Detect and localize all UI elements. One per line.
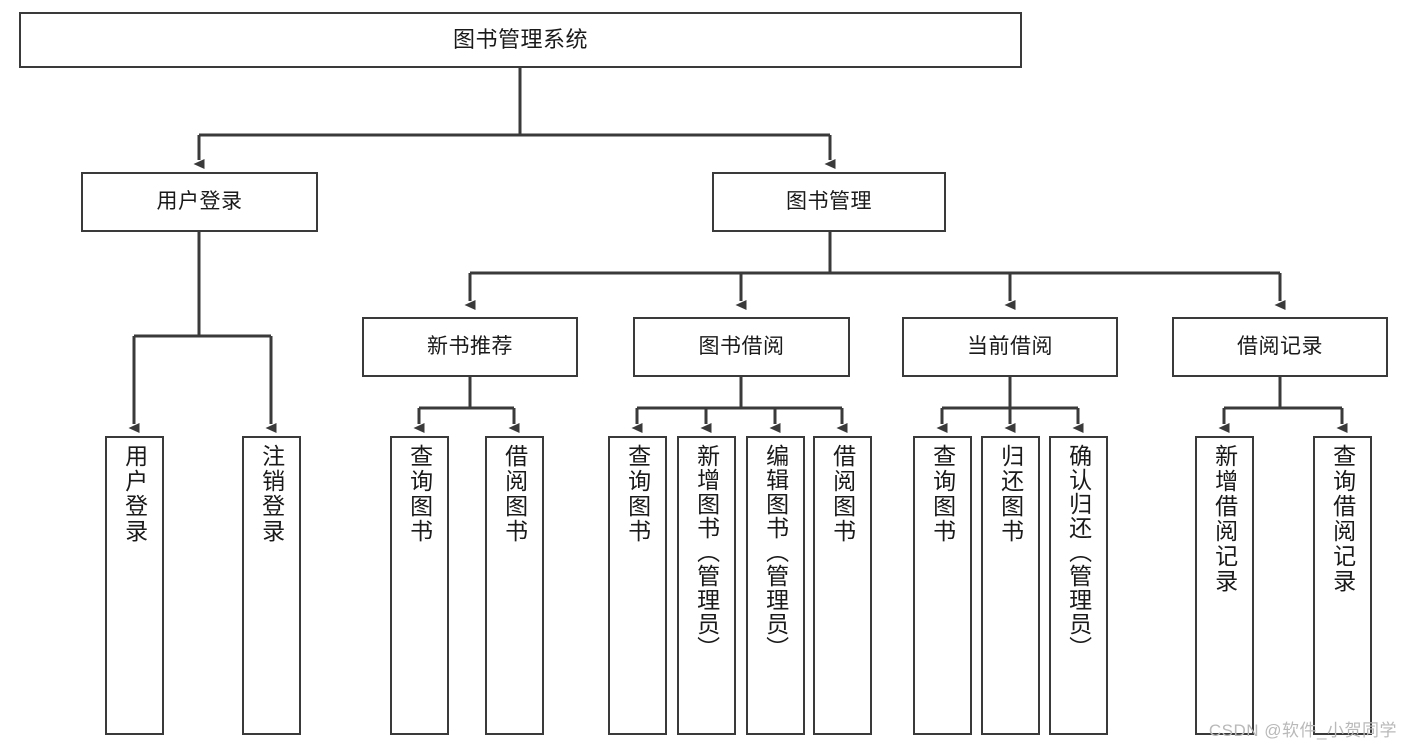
node-label: 图书借阅 — [698, 334, 785, 358]
node-label: 借阅图书 — [829, 444, 856, 544]
node-label: 编辑图书（管理员） — [762, 444, 789, 660]
node-current-borrow[interactable]: 当前借阅 — [902, 317, 1118, 377]
node-label: 确认归还（管理员） — [1065, 444, 1092, 660]
node-label: 查询图书 — [406, 444, 433, 544]
node-book-borrow[interactable]: 图书借阅 — [633, 317, 850, 377]
node-label: 查询图书 — [929, 444, 956, 544]
node-book-management[interactable]: 图书管理 — [712, 172, 946, 232]
node-label: 新增借阅记录 — [1211, 444, 1238, 594]
node-label: 借阅图书 — [501, 444, 528, 544]
leaf-new-book-borrow[interactable]: 借阅图书 — [485, 436, 544, 735]
node-new-book-recommend[interactable]: 新书推荐 — [362, 317, 578, 377]
node-label: 查询图书 — [624, 444, 651, 544]
node-root-system[interactable]: 图书管理系统 — [19, 12, 1022, 68]
node-label: 当前借阅 — [967, 334, 1053, 358]
leaf-user-login-signout[interactable]: 注销登录 — [242, 436, 301, 735]
csdn-watermark: CSDN @软件_小贺同学 — [1208, 721, 1397, 740]
node-label: 新书推荐 — [427, 334, 513, 358]
leaf-current-borrow-return[interactable]: 归还图书 — [981, 436, 1040, 735]
leaf-book-borrow-edit[interactable]: 编辑图书（管理员） — [746, 436, 805, 735]
node-label: 图书管理系统 — [452, 27, 588, 53]
leaf-user-login-signin[interactable]: 用户登录 — [105, 436, 164, 735]
leaf-current-borrow-confirm-return[interactable]: 确认归还（管理员） — [1049, 436, 1108, 735]
leaf-new-book-query[interactable]: 查询图书 — [390, 436, 449, 735]
leaf-current-borrow-query[interactable]: 查询图书 — [913, 436, 972, 735]
node-user-login[interactable]: 用户登录 — [81, 172, 318, 232]
leaf-book-borrow-lend[interactable]: 借阅图书 — [813, 436, 872, 735]
node-label: 归还图书 — [997, 444, 1024, 544]
node-label: 注销登录 — [258, 444, 285, 544]
leaf-book-borrow-add[interactable]: 新增图书（管理员） — [677, 436, 736, 735]
node-label: 新增图书（管理员） — [693, 444, 720, 660]
leaf-book-borrow-query[interactable]: 查询图书 — [608, 436, 667, 735]
node-label: 查询借阅记录 — [1329, 444, 1356, 594]
leaf-borrow-record-query[interactable]: 查询借阅记录 — [1313, 436, 1372, 735]
node-label: 用户登录 — [121, 444, 148, 544]
node-label: 图书管理 — [786, 189, 872, 213]
node-label: 用户登录 — [156, 189, 243, 213]
leaf-borrow-record-add[interactable]: 新增借阅记录 — [1195, 436, 1254, 735]
node-label: 借阅记录 — [1237, 334, 1323, 358]
node-borrow-record[interactable]: 借阅记录 — [1172, 317, 1388, 377]
